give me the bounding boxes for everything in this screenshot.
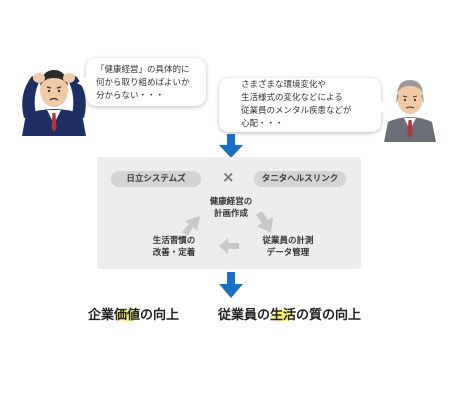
arrow-down-top-icon	[219, 134, 243, 158]
bubble-left-line-2: 何から取り組めばよいか	[96, 78, 190, 88]
highlight-value: 価値	[114, 308, 141, 323]
cycle-arrow-up-right-icon	[182, 216, 200, 236]
result-employee-quality-of-life: 従業員の生活の質の向上	[218, 308, 362, 323]
times-symbol: ×	[222, 168, 235, 186]
cycle-arrow-left-icon	[219, 238, 239, 254]
arrow-down-bottom-icon	[219, 272, 243, 298]
worried-man-right-icon	[384, 80, 436, 142]
cycle-step-planning: 健康経営の 計画作成	[209, 197, 253, 219]
bubble-left-line-1: 「健康経営」の具体的に	[96, 65, 190, 75]
bubble-right-line-2: 生活様式の変化などによる	[241, 93, 343, 103]
company-pill-hitachi-systems: 日立システムズ	[111, 171, 201, 187]
bubble-left-line-3: 分からない・・・	[96, 91, 165, 101]
bubble-tail-left-icon	[77, 76, 89, 90]
cycle-step-lifestyle-improvement: 生活習慣の 改善・定着	[152, 236, 196, 258]
bubble-right-line-3: 従業員のメンタル疾患などが	[241, 106, 352, 116]
bubble-right-line-4: 心配・・・	[241, 119, 284, 129]
company-pill-tanita-health-link: タニタヘルスリンク	[254, 171, 346, 187]
company-right-label: タニタヘルスリンク	[261, 174, 339, 184]
cycle-step-data-management: 従業員の計測 データ管理	[262, 236, 314, 258]
speech-bubble-right: さまざまな環境変化や 生活様式の変化などによる 従業員のメンタル疾患などが 心配…	[219, 78, 391, 132]
highlight-life: 生活	[270, 308, 297, 323]
cycle-arrow-down-right-icon	[256, 211, 273, 233]
speech-bubble-left: 「健康経営」の具体的に 何から取り組めばよいか 分からない・・・	[77, 58, 206, 106]
result-corporate-value: 企業価値の向上	[88, 308, 180, 323]
bubble-tail-right-icon	[379, 100, 391, 114]
bubble-right-line-1: さまざまな環境変化や	[241, 80, 327, 90]
worried-man-left-icon	[22, 70, 86, 136]
company-left-label: 日立システムズ	[126, 174, 186, 184]
